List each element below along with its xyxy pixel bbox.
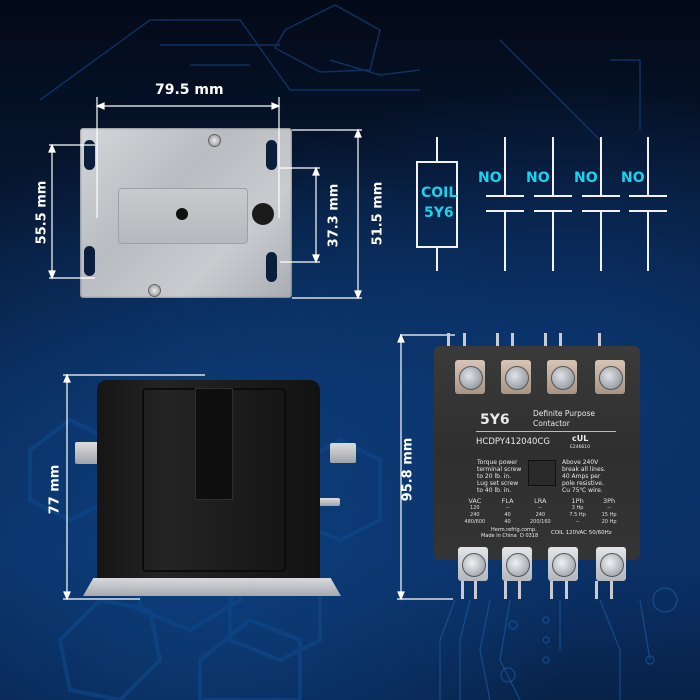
screw-icon [506, 553, 530, 577]
mounting-slot [84, 140, 95, 170]
terminal-pin [610, 581, 613, 599]
coil-rating: COIL 120VAC 50/60Hz [551, 530, 612, 536]
screw-icon [505, 366, 529, 390]
quick-connect-terminal [75, 442, 103, 464]
terminal-pin [447, 333, 450, 349]
table-row: 120 -- -- 3 Hp -- [470, 505, 611, 511]
label-footer-line1: Herm.refrig.comp. [491, 527, 537, 533]
label-date-code: D 0318 [520, 533, 539, 539]
bottom-terminal-lug-2 [502, 547, 532, 581]
terminal-pin [461, 581, 464, 599]
screw-icon [462, 553, 486, 577]
terminal-pin [504, 581, 507, 599]
terminal-pin [463, 333, 466, 349]
screw-icon [552, 553, 576, 577]
side-bracket [310, 498, 340, 506]
label-model-number: HCDPY412040CG [476, 437, 550, 447]
coil-label: COIL [421, 185, 458, 201]
mounting-slot [266, 252, 277, 282]
table-row: 240 40 240 7.5 Hp 15 Hp [470, 512, 617, 518]
mounting-slot [266, 140, 277, 170]
table-row: 480/600 40 200/160 -- 20 Hp [464, 519, 617, 525]
mounting-slot [84, 246, 95, 276]
terminal-pin [518, 581, 521, 599]
terminal-pin [565, 581, 568, 599]
terminal-pin [550, 581, 553, 599]
label-code: 5Y6 [480, 412, 510, 428]
terminal-pin [559, 333, 562, 349]
coil-window [528, 460, 556, 486]
screw-icon [551, 366, 575, 390]
top-terminal-lug-2 [501, 360, 531, 394]
contactor-side-view [97, 380, 320, 580]
center-hole [176, 208, 188, 220]
screw-icon [459, 366, 483, 390]
torque-instructions: Torque power terminal screw to 20 lb. in… [477, 459, 522, 494]
contact-label-4: NO [621, 170, 645, 186]
rating-table-header: VAC FLA LRA 1Ph 3Ph [468, 497, 616, 505]
label-title-line1: Definite Purpose [533, 409, 595, 418]
bottom-terminal-lug-4 [596, 547, 626, 581]
terminal-pin [496, 333, 499, 349]
side-center-slot [195, 388, 233, 500]
label-divider [476, 431, 616, 432]
screw-icon [208, 134, 221, 147]
bottom-terminal-lug-3 [548, 547, 578, 581]
terminal-pin [598, 333, 601, 349]
contact-label-1: NO [478, 170, 502, 186]
terminal-pin [511, 333, 514, 349]
bottom-terminal-lug-1 [458, 547, 488, 581]
top-terminal-lug-3 [547, 360, 577, 394]
top-terminal-lug-4 [595, 360, 625, 394]
contact-label-3: NO [574, 170, 598, 186]
top-terminal-lug-1 [455, 360, 485, 394]
rating-table: VAC FLA LRA 1Ph 3Ph 120 -- -- 3 Hp -- 24… [454, 497, 624, 526]
screw-icon [600, 553, 624, 577]
coil-model-label: 5Y6 [424, 205, 454, 221]
quick-connect-terminal [330, 443, 356, 463]
warning-text: Above 240V break all lines. 40 Amps per … [562, 459, 606, 494]
screw-icon [148, 284, 161, 297]
mounting-plate-top-view [80, 128, 292, 298]
side-mounting-foot [83, 578, 341, 596]
contact-label-2: NO [526, 170, 550, 186]
label-title-line2: Contactor [533, 419, 570, 428]
terminal-pin [474, 581, 477, 599]
terminal-pin [595, 581, 598, 599]
terminal-pin [544, 333, 547, 349]
ul-cert-icon: cUL [572, 434, 589, 443]
screw-icon [599, 366, 623, 390]
cert-number: E246610 [570, 445, 591, 450]
plate-knob [252, 203, 274, 225]
label-footer-line2: Made in China [481, 533, 517, 539]
width-dimension-label: 79.5 mm [155, 82, 224, 98]
